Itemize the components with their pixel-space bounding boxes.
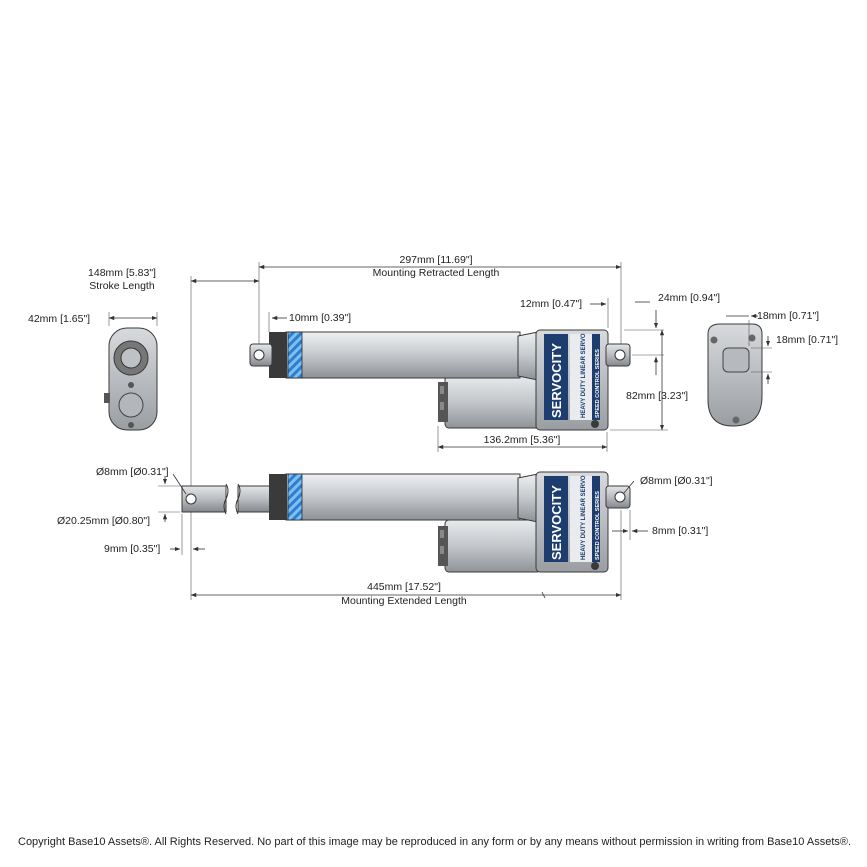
rear-clevis-depth-label: 12mm [0.47"] (520, 298, 582, 310)
brand-line2: SPEED CONTROL SERIES (595, 349, 601, 418)
brand-line1: HEAVY DUTY LINEAR SERVO (581, 333, 587, 418)
body-height-label: 82mm [3.23"] (626, 390, 688, 402)
end-width-label: 42mm [1.65"] (28, 313, 90, 325)
brand-line1-2: HEAVY DUTY LINEAR SERVO (581, 475, 587, 560)
rear-end-view (707, 323, 763, 427)
brand-logo: SERVOCITY (549, 343, 564, 418)
actuator-retracted: SERVOCITY HEAVY DUTY LINEAR SERVO SPEED … (249, 329, 631, 431)
actuator-extended: SERVOCITY HEAVY DUTY LINEAR SERVO SPEED … (181, 471, 631, 573)
rear-view-dim-a: 18mm [0.71"] (757, 310, 819, 322)
rear-offset-label: 24mm [0.94"] (658, 292, 720, 304)
extended-length-value: 445mm [17.52"] (367, 581, 441, 593)
stroke-length-value: 148mm [5.83"] (88, 267, 156, 279)
brand-line2-2: SPEED CONTROL SERIES (595, 491, 601, 560)
brand-logo-2: SERVOCITY (549, 485, 564, 560)
rear-end-width-label: 8mm [0.31"] (652, 525, 708, 537)
copyright-notice: Copyright Base10 Assets®. All Rights Res… (18, 836, 852, 848)
rod-end-offset-label: 9mm [0.35"] (104, 543, 160, 555)
retracted-length-value: 297mm [11.69"] (400, 254, 473, 266)
rear-view-dim-b: 18mm [0.71"] (776, 334, 838, 346)
rod-diameter-label: Ø20.25mm [Ø0.80"] (57, 515, 150, 527)
rear-hole-label: Ø8mm [Ø0.31"] (640, 475, 713, 487)
motor-length-label: 136.2mm [5.36"] (484, 434, 561, 446)
front-end-view (104, 327, 158, 431)
extended-length-label: Mounting Extended Length (341, 595, 467, 607)
stroke-length-label: Stroke Length (89, 280, 155, 292)
rod-collar-label: 10mm [0.39"] (289, 312, 351, 324)
retracted-length-label: Mounting Retracted Length (373, 267, 500, 279)
rod-hole-label: Ø8mm [Ø0.31"] (96, 466, 169, 478)
